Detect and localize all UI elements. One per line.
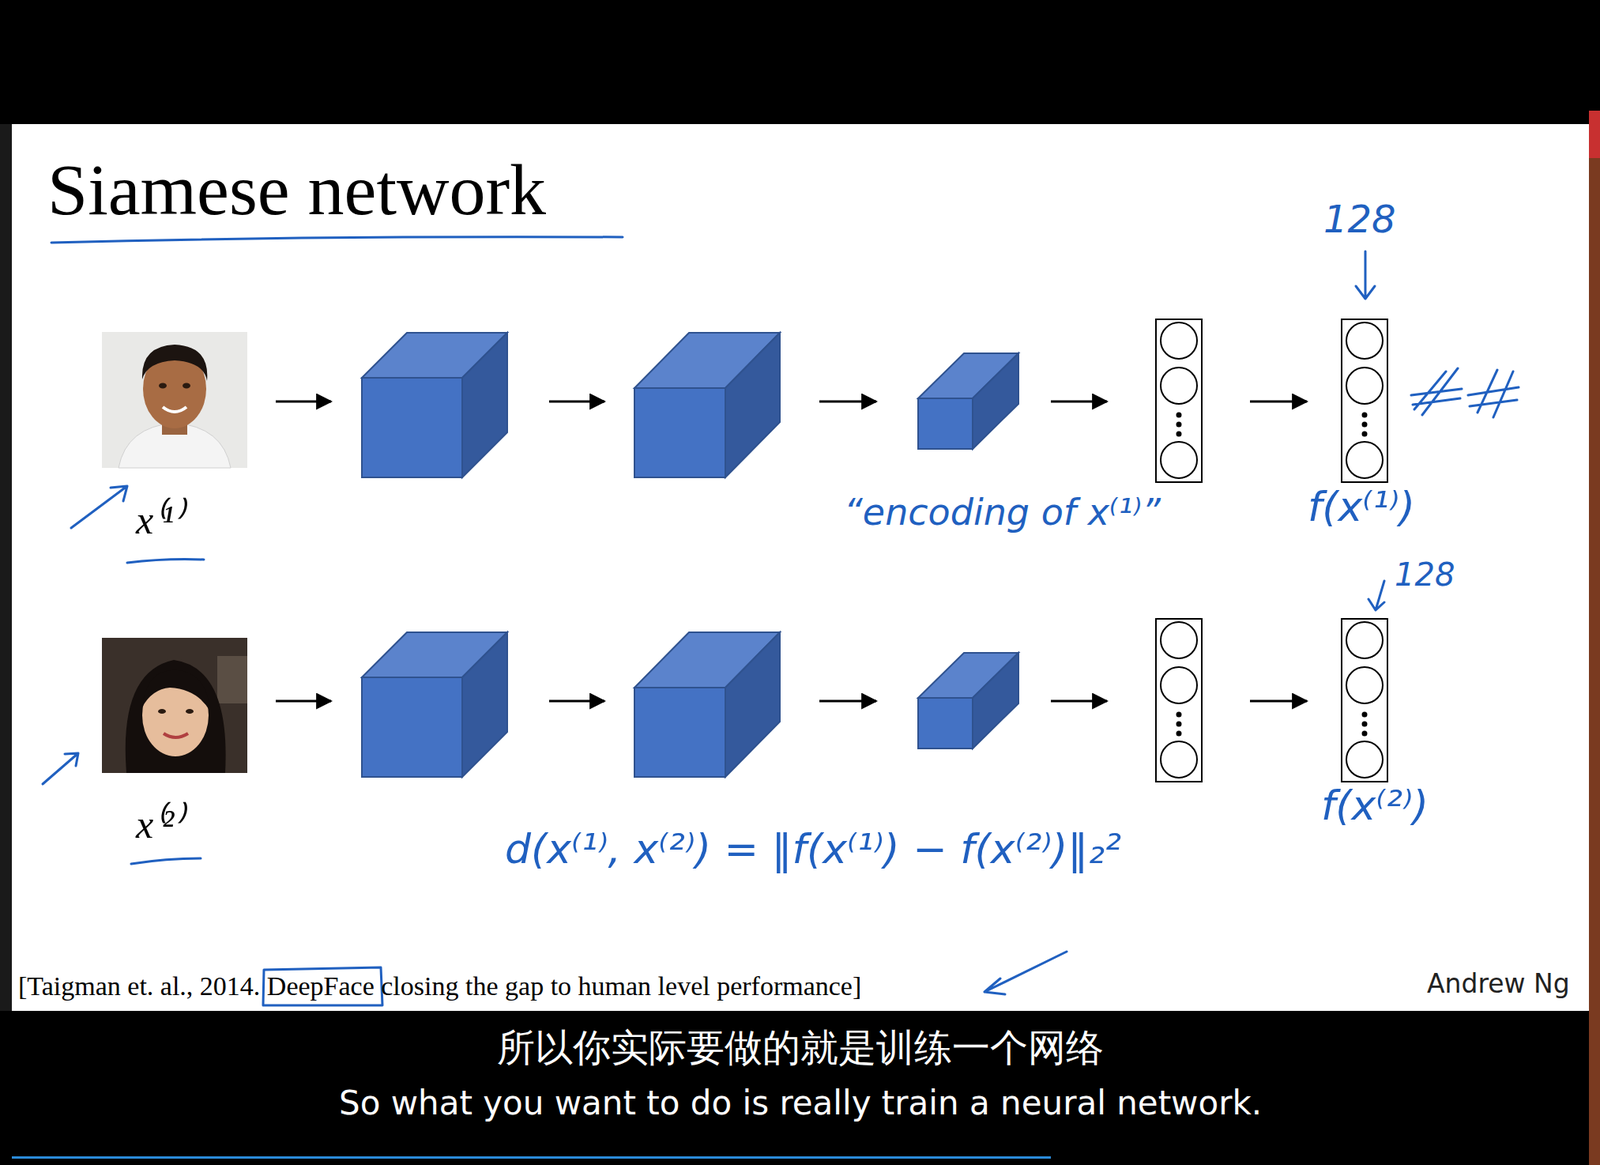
- vector-layer: [1155, 319, 1202, 482]
- side-strip: [1588, 124, 1600, 1165]
- side-strip: [1588, 110, 1600, 159]
- citation: [Taigman et. al., 2014. DeepFace closing…: [18, 970, 862, 1002]
- conv-volume: [634, 332, 780, 478]
- progress-bar: [11, 1155, 1051, 1159]
- slide: [11, 124, 1589, 1011]
- handwritten-note: “encoding of x⁽¹⁾”: [843, 491, 1161, 534]
- network-row: [275, 618, 1388, 782]
- distance-formula: d(x⁽¹⁾, x⁽²⁾) = ‖f(x⁽¹⁾) − f(x⁽²⁾)‖₂²: [504, 825, 1122, 874]
- dimension-note: 128: [1323, 197, 1397, 241]
- subtitle: 所以你实际要做的就是训练一个网络: [496, 1025, 1104, 1070]
- face-photo: [101, 637, 248, 773]
- conv-volume: [361, 332, 508, 478]
- network-row: [275, 319, 1388, 482]
- encoding-label: f(x⁽¹⁾): [1307, 483, 1416, 531]
- slide-title: Siamese network: [47, 148, 546, 233]
- encoding-label: f(x⁽²⁾): [1321, 782, 1429, 830]
- side-strip: [0, 124, 12, 1011]
- subtitle: So what you want to do is really train a…: [338, 1084, 1262, 1122]
- handwritten-mark: [42, 251, 1519, 1006]
- face-photo: [101, 331, 248, 468]
- author-credit: Andrew Ng: [1426, 968, 1570, 999]
- input-label: x⁽²⁾: [135, 801, 183, 848]
- handwritten-underline: [51, 237, 623, 243]
- input-label: x⁽¹⁾: [135, 497, 183, 544]
- vector-layer: [1341, 319, 1388, 482]
- conv-volume: [918, 353, 1019, 449]
- dimension-note: 128: [1394, 556, 1455, 593]
